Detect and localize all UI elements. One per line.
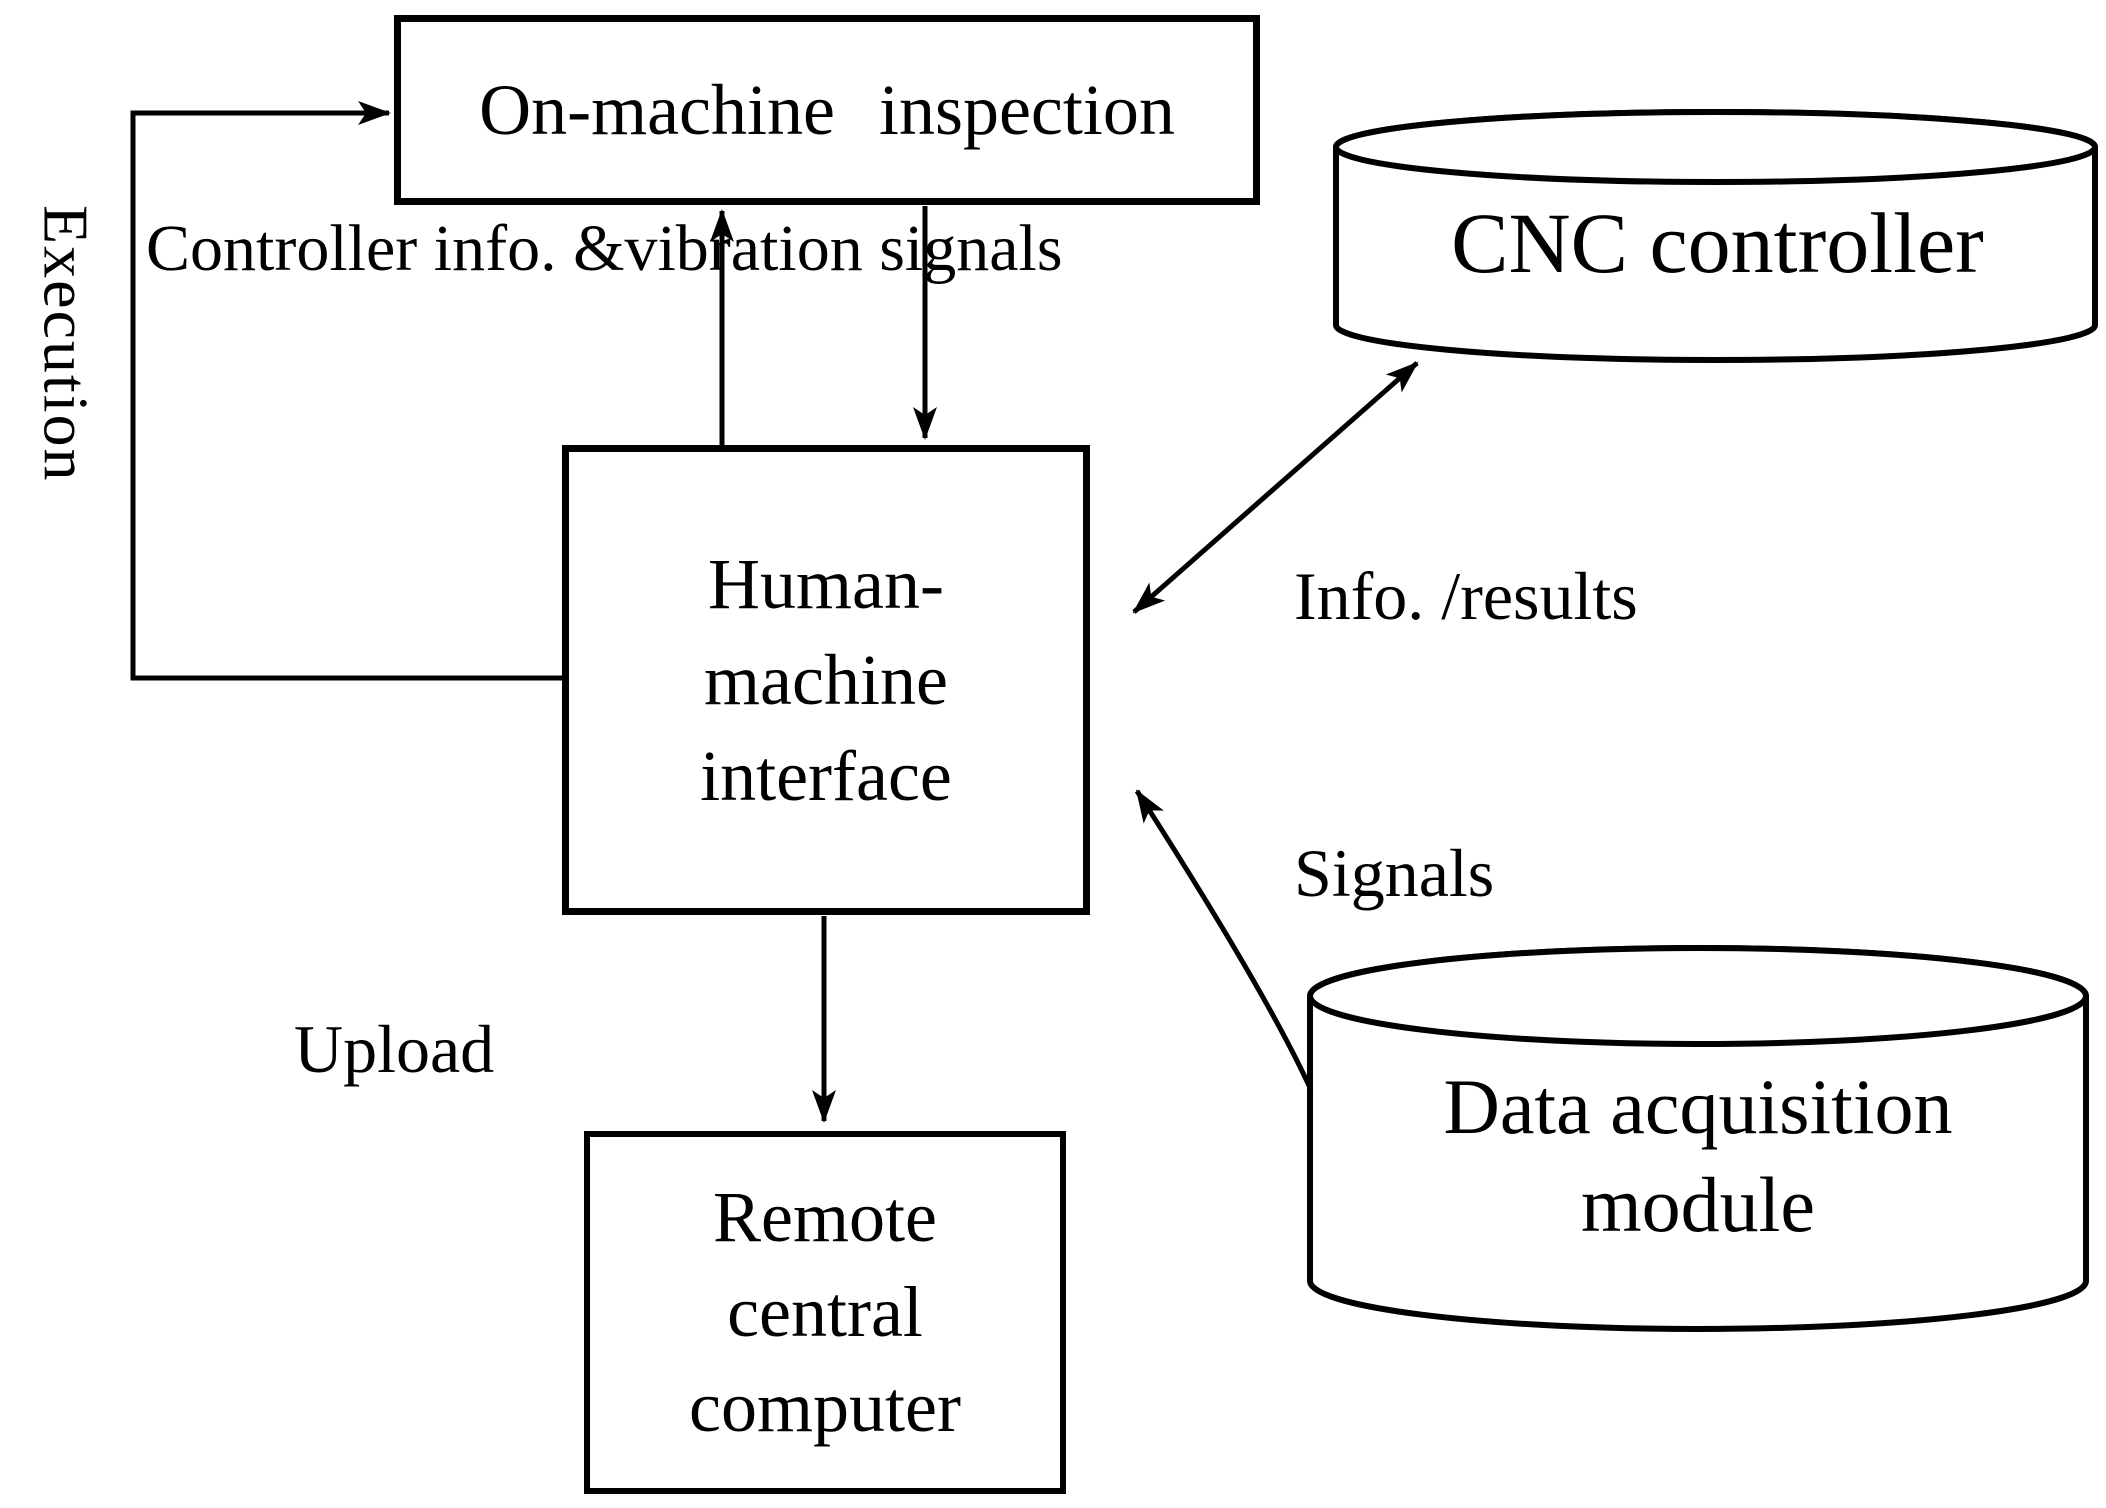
data-acquisition-cylinder-icon <box>1307 945 2089 1332</box>
arrow-execution <box>130 101 566 681</box>
cnc-controller-cylinder-icon <box>1333 109 2098 363</box>
node-on-machine-inspection: On-machine inspection <box>394 15 1260 205</box>
edge-label-info-results: Info. /results <box>1294 548 1638 644</box>
hmi-label-line3: interface <box>700 736 952 816</box>
info-results-line2: /results <box>1441 558 1638 634</box>
info-results-line1: Info. <box>1294 558 1425 634</box>
double-arrow-hmi-cnc <box>1132 361 1419 614</box>
node-on-machine-inspection-label: On-machine inspection <box>479 69 1175 150</box>
edge-label-execution: Execution <box>30 205 102 483</box>
controller-info-line1: Controller info. <box>146 212 557 285</box>
node-human-machine-interface: Human- machine interface <box>562 445 1090 915</box>
remote-label-line3: computer <box>689 1367 961 1447</box>
controller-info-line2: &vibration <box>573 212 863 285</box>
node-cnc-controller-label: CNC controller <box>1451 194 1984 291</box>
edge-label-controller-info: Controller info. &vibration signals <box>146 204 1063 294</box>
hmi-label-line2: machine <box>704 640 948 720</box>
edge-label-signals: Signals <box>1294 835 1495 911</box>
remote-label-line2: central <box>727 1272 923 1352</box>
remote-label-line1: Remote <box>713 1177 937 1257</box>
daq-label-line1: Data acquisition <box>1443 1063 1953 1150</box>
hmi-label-line1: Human- <box>708 544 944 624</box>
arrow-daq-to-hmi <box>1134 789 1314 1092</box>
edge-label-upload: Upload <box>294 1011 495 1087</box>
node-data-acquisition-label: Data acquisition module <box>1312 1058 2084 1254</box>
daq-label-line2: module <box>1581 1161 1815 1248</box>
node-remote-central-computer: Remote central computer <box>584 1131 1066 1494</box>
controller-info-line3: signals <box>879 212 1063 285</box>
